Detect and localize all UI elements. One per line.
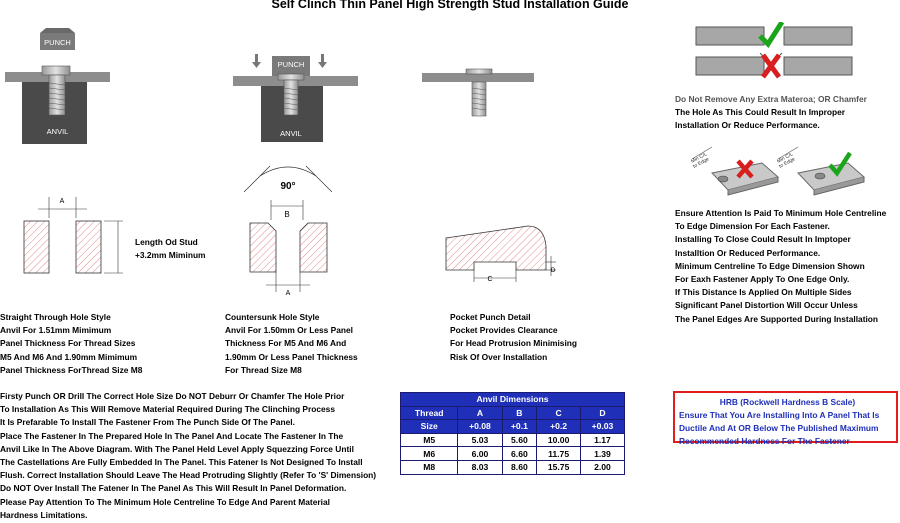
stud-length-note: Length Od Stud +3.2mm Miminum [135,237,206,261]
table-cell: 8.60 [501,459,538,475]
table-row: M6 6.00 6.60 11.75 1.39 [399,446,626,461]
pocket-punch-diagram: C D [445,225,556,283]
angle-label: 90° [280,181,295,192]
dim-d-label: D [551,268,556,274]
table-row: M5 5.03 5.60 10.00 1.17 [399,432,626,448]
table-title: Anvil Dimensions [400,392,625,407]
header-cell: D [579,405,626,421]
straight-hole-section: A [23,197,123,274]
arrow-down-icon [318,54,327,68]
dim-b-label: B [284,210,289,219]
chamfer-comparison-diagram [695,22,853,79]
table-cell: 2.00 [579,459,626,475]
punch-label: PUNCH [44,38,71,47]
table-cell: 1.17 [579,432,626,448]
header-cell: C [536,405,581,421]
pocket-punch-text: Pocket Punch Detail Pocket Provides Clea… [450,312,578,362]
hrb-line: Ductile And At OR Below The Published Ma… [679,423,879,433]
table-cell: 10.00 [536,432,581,448]
table-cell: M6 [399,446,459,461]
hrb-line: Ensure That You Are Installing Into A Pa… [679,410,880,420]
table-cell: M8 [399,459,459,475]
table-cell: 5.03 [457,432,503,448]
table-header-row: Thread A B C D [399,405,626,421]
arrow-down-icon [252,54,261,68]
cross-icon [760,53,782,79]
table-header-row: Size +0.08 +0.1 +0.2 +0.03 [399,419,626,434]
procedure-text: Firsty Punch OR Drill The Correct Hole S… [0,391,377,520]
stud-head [41,65,71,76]
table-cell: 1.39 [579,446,626,461]
dim-c-label: C [487,276,492,283]
dim-a-label: A [286,290,291,297]
header-cell: +0.03 [579,419,626,434]
punch-shape [272,56,310,76]
table-cell: 6.00 [457,446,503,461]
anvil-label: ANVIL [47,127,69,136]
edge-distance-diagram: Min C/L to Edge Min C/L to Edge [690,146,866,196]
panel-shape [422,73,534,82]
hrb-line: Recommended Hardness For The Fastener [679,436,850,446]
header-cell: A [457,405,503,421]
straight-hole-text: Straight Through Hole Style Anvil For 1.… [0,312,143,375]
anvil-dimensions-table: Anvil Dimensions Thread A B C D Size +0.… [399,392,626,475]
table-cell: 8.03 [457,459,503,475]
check-icon [758,22,785,48]
table-cell: 6.60 [501,446,538,461]
edge-distance-note: Ensure Attention Is Paid To Minimum Hole… [675,208,887,324]
installation-diagram-2: PUNCH ANVIL [233,54,358,142]
page-title: Self Clinch Thin Panel High Strength Stu… [271,0,629,11]
cross-icon [736,159,754,179]
header-cell: Thread [399,405,459,421]
hrb-title: HRB (Rockwell Hardness B Scale) [719,397,856,407]
header-cell: B [501,405,538,421]
chamfer-note: Do Not Remove Any Extra Materoa; OR Cham… [675,94,867,131]
table-row: M8 8.03 8.60 15.75 2.00 [399,459,626,475]
table-cell: 11.75 [536,446,581,461]
stud-head [277,73,305,81]
countersunk-hole-section: 90° B A [243,165,333,297]
stud-head [465,68,493,75]
table-cell: 15.75 [536,459,581,475]
countersunk-hole-text: Countersunk Hole Style Anvil For 1.50mm … [225,312,358,375]
installed-stud-diagram [422,68,534,117]
installation-diagram-1: PUNCH ANVIL [5,28,110,144]
table-cell: M5 [399,432,459,448]
dim-a-label: A [60,198,65,205]
punch-label: PUNCH [278,60,305,69]
anvil-label: ANVIL [280,129,302,138]
table-cell: 5.60 [501,432,538,448]
header-cell: +0.08 [457,419,503,434]
header-cell: Size [399,419,459,434]
hrb-note-box: HRB (Rockwell Hardness B Scale) Ensure T… [673,391,898,446]
header-cell: +0.1 [501,419,538,434]
header-cell: +0.2 [536,419,581,434]
punch-shape [40,33,75,50]
check-icon [828,151,852,177]
